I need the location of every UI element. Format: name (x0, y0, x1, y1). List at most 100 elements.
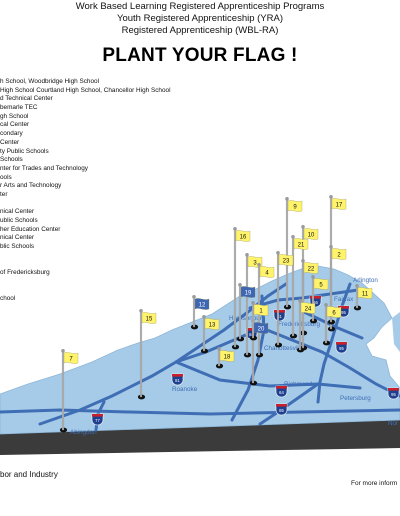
flag-number: 23 (283, 258, 290, 264)
legend-item: blic Schools (0, 243, 35, 251)
flag-knob (276, 251, 280, 255)
road-i85 (258, 382, 320, 426)
flag-number: 22 (308, 266, 315, 272)
flag-pole (238, 285, 242, 340)
legend-item: nical Center (0, 234, 35, 242)
road-us58 (0, 408, 400, 416)
flag-knob (192, 295, 196, 299)
flag-number: 15 (146, 316, 153, 322)
city-fairfax: Fairfax (334, 296, 354, 303)
flag-cloth (63, 352, 79, 364)
flag-cloth (313, 278, 329, 290)
legend-item: nter for Trades and Technology (0, 164, 88, 172)
road-us29 (230, 294, 266, 422)
shield-i64-east-icon: 64 (275, 385, 288, 398)
shield-label: 64 (249, 332, 254, 337)
flag-number: 16 (240, 234, 247, 240)
footer-agency: bor and Industry (0, 470, 58, 479)
shield-i81-south-icon: 81 (171, 373, 184, 386)
page-title: PLANT YOUR FLAG ! (102, 45, 298, 66)
city-charlottesville: Charlottesville (264, 345, 304, 352)
flag-knob (285, 197, 289, 201)
flag-pole (298, 301, 302, 351)
flag-number: 7 (69, 356, 73, 362)
legend-item: nical Center (0, 208, 35, 216)
flag-cloth (303, 262, 319, 274)
flag-number: 1 (259, 308, 263, 314)
flag-knob (355, 284, 359, 288)
legend-item: gh School (0, 112, 29, 120)
flag-number: 6 (332, 310, 336, 316)
header-line-2: Youth Registered Apprenticeship (YRA) (117, 13, 283, 24)
flag-11: 11 (353, 284, 373, 311)
flag-cloth (235, 230, 251, 242)
shield-label: 95 (391, 392, 396, 397)
flag-cloth (219, 350, 235, 362)
flag-number: 18 (224, 354, 231, 360)
flag-knob (329, 195, 333, 199)
flag-pole (285, 199, 289, 308)
city-norfolk: Nor (388, 420, 398, 427)
legend-item: bemarle TEC (0, 104, 38, 112)
flag-2: 2 (327, 245, 347, 325)
legend-item: d Technical Center (0, 95, 53, 103)
flag-12: 12 (190, 295, 210, 330)
road-us17 (302, 310, 364, 340)
flag-5: 5 (309, 275, 329, 324)
flag-pole (202, 317, 206, 352)
flag-pole (324, 305, 328, 344)
flag-pole (233, 229, 237, 348)
flag-number: 12 (199, 302, 206, 308)
flag-cloth (331, 248, 347, 260)
eastern-shore (392, 312, 400, 352)
flag-knob (301, 259, 305, 263)
legend-item: Schools (0, 156, 23, 164)
flag-number: 20 (258, 326, 265, 332)
footer-more-info: For more inform (351, 480, 398, 487)
flag-knob (257, 263, 261, 267)
legend-item: High School Courtland High School, Chanc… (0, 86, 171, 94)
flag-20: 20 (249, 319, 269, 386)
flag-knob (139, 309, 143, 313)
shield-label: 85 (279, 408, 284, 413)
flag-number: 24 (305, 306, 312, 312)
shield-i81-icon: 81 (273, 309, 286, 322)
city-richmond: Richmond (284, 381, 313, 388)
flag-pole (192, 297, 196, 328)
flag-21: 21 (289, 235, 309, 339)
road-i64 (174, 326, 400, 398)
legend-item: her Education Center (0, 225, 61, 233)
flag-pole (291, 237, 295, 337)
flag-knob (61, 349, 65, 353)
legend-item: ublic Schools (0, 217, 38, 224)
flag-pole (61, 351, 65, 431)
flag-cloth (194, 298, 210, 310)
shield-label: 95 (341, 310, 346, 315)
flag-knob (291, 235, 295, 239)
flag-number: 9 (293, 204, 297, 210)
flag-cloth (141, 312, 157, 324)
flag-cloth (253, 304, 269, 316)
flag-number: 5 (319, 282, 323, 288)
flag-number: 4 (265, 270, 269, 276)
map-base (0, 420, 400, 455)
flag-pole (251, 303, 255, 339)
flag-pole (217, 349, 221, 367)
legend-item: ter (0, 190, 8, 198)
city-roanoke: Roanoke (172, 386, 198, 393)
flag-18: 18 (215, 347, 235, 369)
shield-i95-icon: 95 (335, 341, 348, 354)
flag-knob (301, 225, 305, 229)
flag-number: 2 (337, 252, 341, 258)
flag-number: 11 (362, 291, 369, 297)
flag-cloth (278, 254, 294, 266)
flag-knob (233, 227, 237, 231)
flag-7: 7 (59, 349, 79, 433)
flag-knob (311, 275, 315, 279)
legend-item: h School, Woodbridge High School (0, 78, 99, 85)
legend-item: ty Public Schools (0, 147, 49, 155)
flag-number: 10 (308, 232, 315, 238)
flag-number: 3 (253, 260, 257, 266)
flag-pole (276, 253, 280, 346)
